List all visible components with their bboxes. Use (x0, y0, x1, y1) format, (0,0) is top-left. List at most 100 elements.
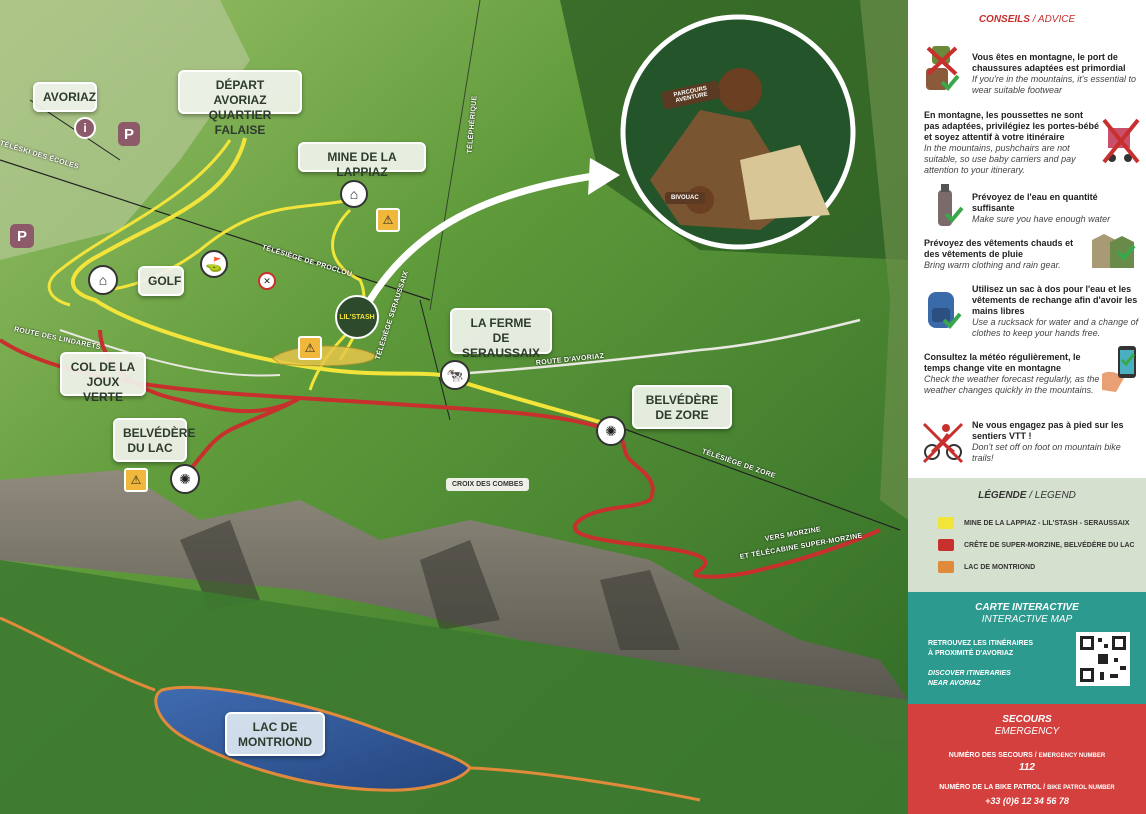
patrol-label-fr: NUMÉRO DE LA BIKE PATROL / (939, 784, 1046, 791)
advice-water-fr: Prévoyez de l'eau en quantité suffisante (972, 192, 1098, 213)
advice-item-backpack: Utilisez un sac à dos pour l'eau et les … (972, 284, 1144, 339)
label-col-line1: COL DE LA (70, 360, 136, 374)
label-belv-zore-line1: BELVÉDÈRE (645, 393, 719, 407)
advice-water-en: Make sure you have enough water (972, 214, 1111, 224)
parking-icon[interactable]: P (10, 224, 34, 248)
label-mine-lappiaz[interactable]: MINE DE LA LAPPIAZ (298, 142, 426, 179)
emergency-title-en: EMERGENCY (994, 726, 1060, 737)
inset-sign-bivouac: BIVOUAC (665, 192, 705, 204)
advice-clothing-fr: Prévoyez des vêtements chauds et des vêt… (924, 238, 1074, 259)
advice-footwear-fr: Vous êtes en montagne, le port de chauss… (972, 52, 1126, 73)
interactive-title-en: INTERACTIVE MAP (981, 614, 1073, 625)
viewpoint-icon[interactable]: ✺ (596, 416, 626, 446)
label-avoriaz[interactable]: AVORIAZ (33, 82, 97, 112)
advice-footwear-en: If you're in the mountains, it's essenti… (972, 74, 1137, 95)
no-walking-icon[interactable]: ✕ (258, 272, 276, 290)
emergency-label-fr: NUMÉRO DES SECOURS / (948, 752, 1037, 759)
info-icon[interactable]: i (74, 117, 96, 139)
legend-swatch-orange (938, 561, 954, 573)
legend-label-yellow: MINE DE LA LAPPIAZ - LIL'STASH - SERAUSS… (964, 520, 1130, 527)
viewpoint-icon[interactable]: ✺ (170, 464, 200, 494)
legend-item-red: CRÊTE DE SUPER-MORZINE, BELVÉDÈRE DU LAC (938, 539, 1135, 551)
advice-item-pushchair: En montagne, les poussettes ne sont pas … (924, 110, 1100, 176)
mine-icon[interactable]: ⌂ (340, 180, 368, 208)
interactive-en-1: DISCOVER ITINERARIES (928, 670, 1011, 677)
chalet-icon[interactable]: ⌂ (88, 265, 118, 295)
patrol-number[interactable]: +33 (0)6 12 34 56 78 (985, 796, 1069, 806)
legend-swatch-yellow (938, 517, 954, 529)
legend-label-orange: LAC DE MONTRIOND (964, 564, 1036, 571)
warning-icon[interactable]: ⚠ (298, 336, 322, 360)
advice-item-mtb: Ne vous engagez pas à pied sur les senti… (972, 420, 1140, 464)
interactive-map-block[interactable]: CARTE INTERACTIVE INTERACTIVE MAP RETROU… (908, 592, 1146, 704)
advice-backpack-fr: Utilisez un sac à dos pour l'eau et les … (972, 284, 1138, 316)
qr-code-icon[interactable] (1076, 632, 1130, 686)
water-bottle-icon (928, 184, 966, 226)
interactive-fr-2: À PROXIMITÉ D'AVORIAZ (928, 650, 1014, 657)
legend-item-yellow: MINE DE LA LAPPIAZ - LIL'STASH - SERAUSS… (938, 517, 1130, 529)
emergency-title: SECOURS (1002, 714, 1052, 725)
label-depart-line2: QUARTIER FALAISE (208, 108, 272, 137)
legend-title-en: / LEGEND (1029, 490, 1076, 501)
cow-icon[interactable]: 🐄 (440, 360, 470, 390)
advice-pushchair-fr: En montagne, les poussettes ne sont pas … (924, 110, 1100, 142)
advice-item-water: Prévoyez de l'eau en quantité suffisante… (972, 192, 1140, 225)
label-belv-lac-line1: BELVÉDÈRE (123, 426, 196, 440)
hiking-boots-icon (922, 44, 960, 91)
advice-mtb-fr: Ne vous engagez pas à pied sur les senti… (972, 420, 1124, 441)
weather-phone-icon (1098, 344, 1136, 392)
warning-icon[interactable]: ⚠ (124, 468, 148, 492)
label-belv-lac-line2: DU LAC (127, 441, 173, 455)
patrol-label: NUMÉRO DE LA BIKE PATROL / BIKE PATROL N… (908, 784, 1146, 791)
label-depart-line1: DÉPART AVORIAZ (213, 78, 267, 107)
emergency-label: NUMÉRO DES SECOURS / EMERGENCY NUMBER (908, 752, 1146, 759)
advice-title-en: / ADVICE (1032, 14, 1076, 25)
emergency-block: SECOURS EMERGENCY NUMÉRO DES SECOURS / E… (908, 704, 1146, 814)
label-golf-text: GOLF (148, 274, 182, 288)
label-mine-text: MINE DE LA LAPPIAZ (327, 150, 397, 179)
lilstash-icon[interactable]: LIL'STASH (335, 295, 379, 339)
interactive-fr-1: RETROUVEZ LES ITINÉRAIRES (928, 640, 1034, 647)
emergency-label-en: EMERGENCY NUMBER (1038, 753, 1106, 759)
label-ferme-line1: LA FERME (470, 316, 532, 330)
advice-item-weather: Consultez la météo régulièrement, le tem… (924, 352, 1104, 396)
warm-clothing-icon (1088, 232, 1136, 270)
parking-icon[interactable]: P (118, 122, 140, 146)
warning-icon[interactable]: ⚠ (376, 208, 400, 232)
advice-item-clothing: Prévoyez des vêtements chauds et des vêt… (924, 238, 1084, 271)
label-lac-line1: LAC DE (252, 720, 298, 734)
legend-item-orange: LAC DE MONTRIOND (938, 561, 1036, 573)
emergency-number[interactable]: 112 (1019, 762, 1035, 773)
advice-title: CONSEILS / ADVICE (908, 14, 1146, 25)
advice-weather-en: Check the weather forecast regularly, as… (924, 374, 1100, 395)
patrol-label-en: BIKE PATROL NUMBER (1047, 785, 1115, 791)
label-belv-zore-line2: DE ZORE (655, 408, 709, 422)
advice-backpack-en: Use a rucksack for water and a change of… (972, 317, 1139, 338)
label-ferme-line2: DE SERAUSSAIX (461, 331, 541, 360)
label-col-line2: JOUX VERTE (82, 375, 123, 404)
label-avoriaz-text: AVORIAZ (43, 90, 97, 104)
label-lac-line2: MONTRIOND (238, 735, 312, 749)
golfer-icon[interactable]: ⛳ (200, 250, 228, 278)
legend-label-red: CRÊTE DE SUPER-MORZINE, BELVÉDÈRE DU LAC (964, 542, 1135, 549)
label-croix-combes[interactable]: CROIX DES COMBES (446, 478, 530, 491)
advice-title-fr: CONSEILS (978, 14, 1030, 25)
label-golf[interactable]: GOLF (138, 266, 184, 296)
advice-weather-fr: Consultez la météo régulièrement, le tem… (924, 352, 1081, 373)
advice-item-footwear: Vous êtes en montagne, le port de chauss… (972, 52, 1140, 96)
legend-title: LÉGENDE / LEGEND (908, 490, 1146, 501)
info-panel: CONSEILS / ADVICE Vous êtes en montagne,… (908, 0, 1146, 814)
advice-clothing-en: Bring warm clothing and rain gear. (924, 260, 1061, 270)
interactive-title: CARTE INTERACTIVE (975, 602, 1079, 613)
interactive-en-2: NEAR AVORIAZ (928, 680, 981, 687)
no-mtb-walking-icon (922, 420, 964, 464)
legend-swatch-red (938, 539, 954, 551)
backpack-icon (922, 286, 962, 329)
